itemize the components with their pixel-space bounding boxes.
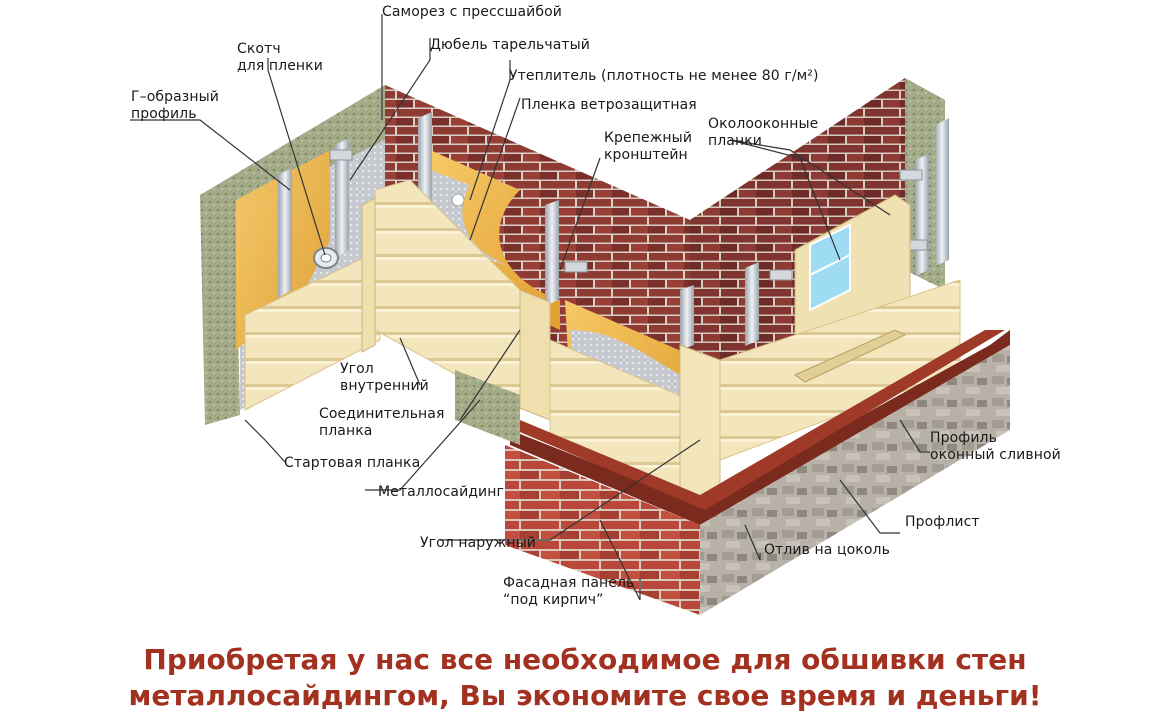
plinth-drip: [510, 330, 1010, 525]
slogan: Приобретая у нас все необходимое для обш…: [0, 642, 1170, 714]
label-uteplitel: Утеплитель (плотность не менее 80 г/м²): [509, 68, 819, 84]
diagram-stage: [130, 14, 1010, 615]
label-profil-okon-2: оконный сливной: [930, 447, 1061, 463]
label-kreplenie-1: Крепежный: [604, 130, 693, 146]
slogan-line-1: Приобретая у нас все необходимое для обш…: [143, 643, 1027, 676]
label-skotch-2: для пленки: [237, 58, 323, 74]
inner-corner-trim: [361, 197, 376, 353]
label-ugol-nar: Угол наружный: [420, 535, 536, 551]
label-ugol-vn-2: внутренний: [340, 378, 429, 394]
connecting-strip: [519, 289, 551, 421]
plinth-profsheet: [700, 345, 1010, 615]
label-samorez: Саморез с прессшайбой: [382, 4, 562, 20]
foundation-left: [455, 370, 520, 445]
label-gprofil-2: профиль: [131, 106, 197, 122]
label-otliv: Отлив на цоколь: [764, 542, 890, 558]
left-wall-end-face: [200, 180, 240, 425]
label-okolo-2: планки: [708, 133, 762, 149]
label-start: Стартовая планка: [284, 455, 421, 471]
label-soed-2: планка: [319, 423, 373, 439]
mounting-brackets: [329, 149, 928, 281]
label-profil-okon-1: Профиль: [930, 430, 997, 446]
facade-illustration: [130, 14, 1010, 615]
slogan-line-2: металлосайдингом, Вы экономите свое врем…: [128, 679, 1042, 712]
label-gprofil-1: Г–образный: [131, 89, 219, 105]
label-ugol-vn-1: Угол: [340, 361, 374, 377]
plinth-brick: [505, 445, 700, 615]
label-proflist: Профлист: [905, 514, 980, 530]
plinth-drip-top: [515, 330, 1005, 510]
label-okolo-1: Околооконные: [708, 116, 819, 132]
window-glass: [809, 223, 851, 312]
label-kreplenie-2: кронштейн: [604, 147, 688, 163]
tape-roll: [313, 247, 339, 269]
label-soed-1: Соединительная: [319, 406, 445, 422]
leader-lines: [130, 14, 930, 601]
label-fasad-2: “под кирпич”: [503, 592, 604, 608]
label-plenka: Пленка ветрозащитная: [521, 97, 697, 113]
outer-corner-trim: [679, 344, 721, 511]
label-dubel: Дюбель тарельчатый: [430, 37, 591, 53]
label-fasad-1: Фасадная панель: [503, 575, 635, 591]
label-metallosaiding: Металлосайдинг: [378, 484, 504, 500]
vertical-profiles: [278, 112, 949, 350]
label-skotch-1: Скотч: [237, 41, 281, 57]
window-sill: [793, 329, 907, 383]
siding-left: [244, 249, 381, 411]
